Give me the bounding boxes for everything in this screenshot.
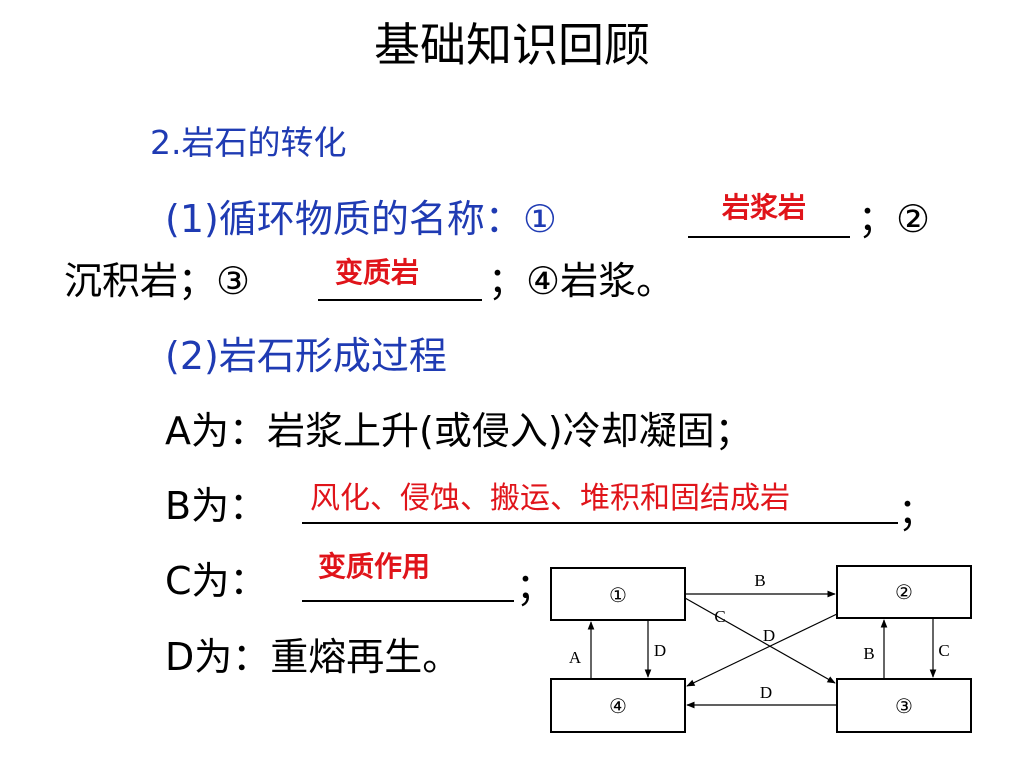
q2-b-label: B为： <box>165 484 268 528</box>
box-4-label: ④ <box>609 696 627 718</box>
q1-blank-1 <box>688 236 850 238</box>
q2-c-end: ； <box>516 565 555 609</box>
box-1 <box>550 567 686 621</box>
box-3-label: ③ <box>895 696 913 718</box>
page-title: 基础知识回顾 <box>374 18 650 72</box>
box-2-label: ② <box>895 582 913 604</box>
q2-label: (2)岩石形成过程 <box>165 334 447 378</box>
q1-sep: ；② <box>858 197 931 241</box>
q1-blank-3 <box>318 299 482 301</box>
box-2 <box>836 565 972 619</box>
q2-c-label: C为： <box>165 559 268 603</box>
box-4 <box>550 678 686 733</box>
label-cross-d: D <box>763 626 775 645</box>
label-left-d: D <box>654 641 666 660</box>
q2-c-answer: 变质作用 <box>318 550 431 583</box>
q1-answer-1: 岩浆岩 <box>722 191 807 224</box>
q2-d: D为：重熔再生。 <box>165 635 461 679</box>
q2-b-end: ； <box>898 490 937 534</box>
label-left-a: A <box>569 648 582 667</box>
q2-c-blank <box>302 600 514 602</box>
q1-line2-end: ；④岩浆。 <box>488 259 675 303</box>
box-3 <box>836 678 972 733</box>
q2-b-blank <box>302 522 898 524</box>
q1-answer-3: 变质岩 <box>335 256 420 289</box>
q2-b-answer: 风化、侵蚀、搬运、堆积和固结成岩 <box>310 481 790 516</box>
q1-label: (1)循环物质的名称：① <box>165 197 557 241</box>
arrow-c-1-to-3 <box>684 597 836 684</box>
label-cross-c: C <box>714 607 725 626</box>
label-right-b: B <box>863 644 874 663</box>
label-right-c: C <box>938 641 949 660</box>
label-bottom-d: D <box>760 683 772 702</box>
q2-a: A为：岩浆上升(或侵入)冷却凝固； <box>165 409 753 453</box>
arrow-d-2-to-4 <box>686 613 838 687</box>
label-top-b: B <box>754 571 765 590</box>
rock-cycle-diagram: ① ② ④ ③ B D C D A D B C <box>550 565 972 733</box>
box-1-label: ① <box>609 585 627 607</box>
q1-line2-start: 沉积岩；③ <box>64 259 251 303</box>
section-heading: 2.岩石的转化 <box>150 123 347 162</box>
